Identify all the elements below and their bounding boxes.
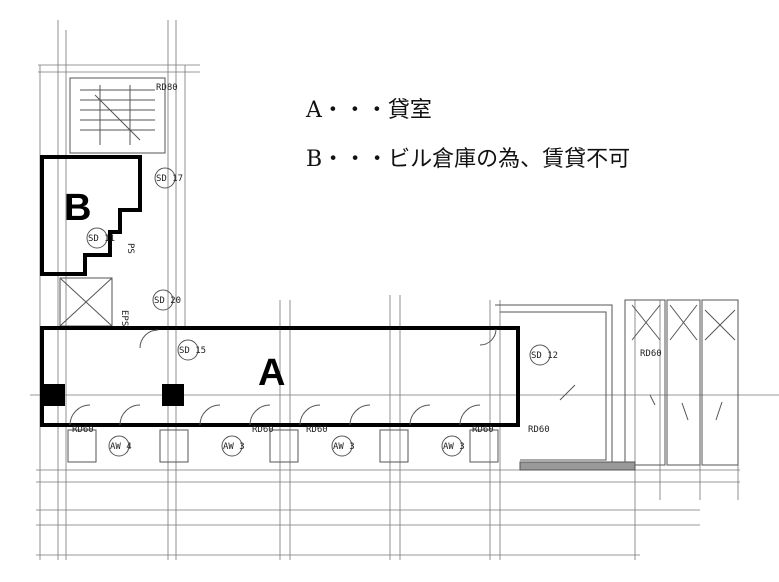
tag-sd-12: SD 12	[531, 351, 558, 361]
tag-sd-15: SD 15	[179, 346, 206, 356]
tag-sd-20: SD 20	[154, 296, 181, 306]
label-eps: EPS	[119, 310, 129, 326]
zone-a-outline	[40, 326, 520, 427]
tag-aw-3c: AW 3	[443, 442, 465, 452]
tag-sd-11: SD 11	[88, 234, 115, 244]
structural-grid	[30, 20, 779, 560]
zone-b-label: B	[64, 187, 91, 229]
stair-core	[69, 77, 166, 154]
plan-annotations: EPS PS RD60 RD60 RD60 RD60 RD60 RD60 RD8…	[72, 83, 723, 435]
fixture-tags: SD 17 SD 11 SD 20 SD 15 SD 12 AW 4 AW 3 …	[86, 167, 558, 457]
label-rd60e: RD60	[528, 425, 550, 435]
label-rd80: RD80	[156, 83, 178, 93]
label-rd60b: RD60	[252, 425, 274, 435]
zone-b-outline	[40, 155, 142, 276]
legend-zone-a: A・・・貸室	[306, 98, 432, 123]
tag-aw-3a: AW 3	[223, 442, 245, 452]
label-rd60c: RD60	[306, 425, 328, 435]
label-rd60a: RD60	[72, 425, 94, 435]
door-swings	[69, 328, 497, 426]
tag-aw-3b: AW 3	[333, 442, 355, 452]
tag-aw-4: AW 4	[110, 442, 132, 452]
label-rd60f: RD60	[640, 349, 662, 359]
column-left	[43, 384, 65, 406]
tag-sd-17: SD 17	[156, 174, 183, 184]
window-bays	[67, 429, 499, 463]
eps-shaft	[59, 277, 113, 327]
legend-zone-b: B・・・ビル倉庫の為、賃貸不可	[306, 147, 631, 172]
label-ps: PS	[125, 243, 135, 254]
label-rd60d: RD60	[472, 425, 494, 435]
zone-a-label: A	[258, 352, 285, 394]
column-center	[162, 384, 184, 406]
